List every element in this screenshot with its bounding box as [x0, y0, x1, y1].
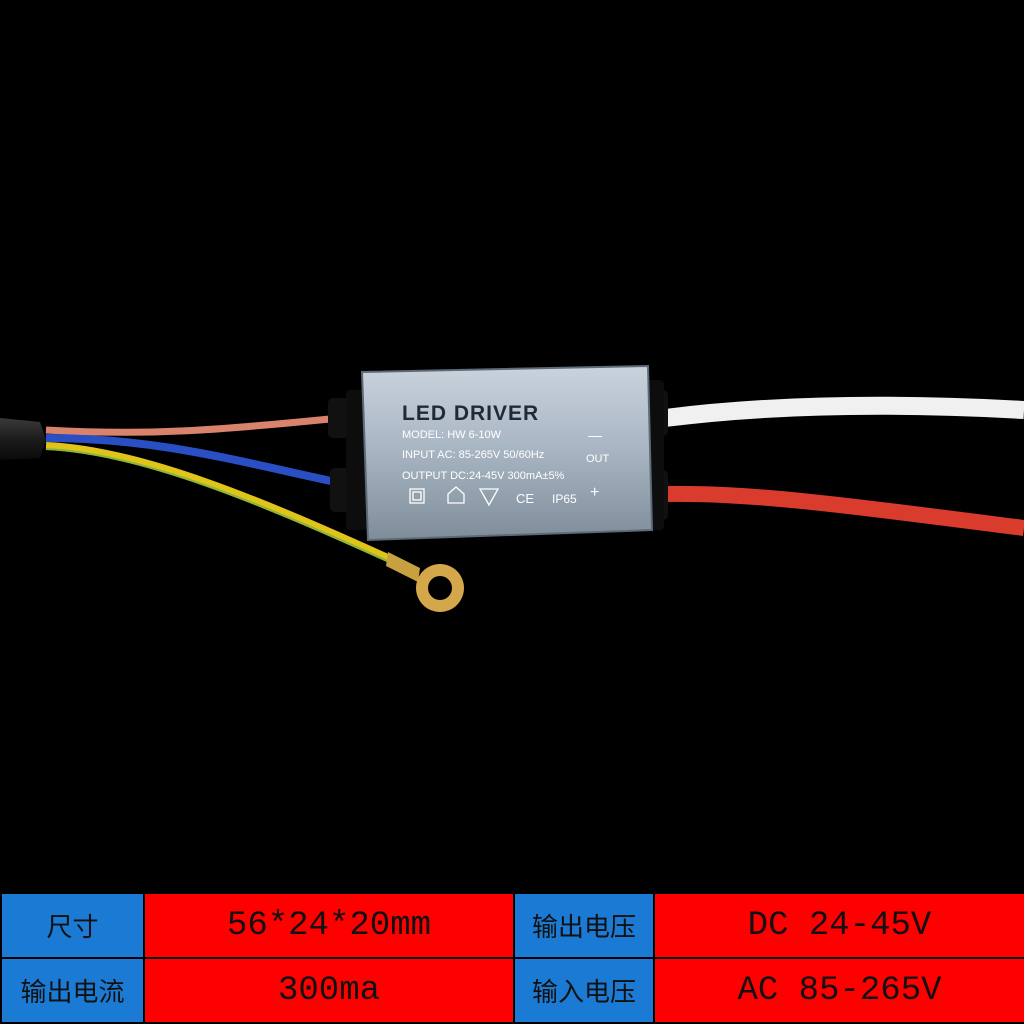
indoor-use-icon — [447, 486, 465, 504]
output-current-value: 300ma — [143, 957, 515, 1024]
product-photo: LED DRIVER MODEL: HW 6-10W INPUT AC: 85-… — [0, 364, 1024, 612]
ip-rating: IP65 — [552, 492, 577, 506]
size-value: 56*24*20mm — [143, 892, 515, 959]
red-output-wire — [664, 485, 1024, 536]
white-output-wire — [663, 396, 1024, 427]
out-label: OUT — [586, 453, 610, 465]
output-voltage-label: 输出电压 — [513, 892, 655, 959]
led-driver-case: LED DRIVER MODEL: HW 6-10W INPUT AC: 85-… — [360, 364, 654, 542]
input-voltage-value: AC 85-265V — [653, 957, 1024, 1024]
power-cable — [0, 418, 46, 460]
f-mark-icon — [478, 488, 500, 507]
output-voltage-value: DC 24-45V — [653, 892, 1024, 959]
minus-symbol: — — [588, 427, 602, 443]
size-label: 尺寸 — [0, 892, 145, 959]
double-insulation-icon — [409, 488, 425, 504]
driver-output-spec: OUTPUT DC:24-45V 300mA±5% — [402, 470, 565, 482]
spec-row: 输出电流 300ma 输入电压 AC 85-265V — [0, 957, 1024, 1024]
driver-input-spec: INPUT AC: 85-265V 50/60Hz — [402, 449, 544, 461]
ce-mark-icon: CE — [516, 491, 534, 506]
red-input-wire — [45, 414, 341, 436]
yellow-ground-wire — [45, 442, 394, 564]
input-voltage-label: 输入电压 — [513, 957, 655, 1024]
driver-model: MODEL: HW 6-10W — [402, 429, 502, 441]
driver-title: LED DRIVER — [402, 402, 539, 425]
ring-terminal-icon — [386, 552, 464, 612]
plus-symbol: + — [590, 484, 599, 501]
spec-table: 尺寸 56*24*20mm 输出电压 DC 24-45V 输出电流 300ma … — [0, 892, 1024, 1024]
blue-input-wire — [45, 434, 346, 488]
output-current-label: 输出电流 — [0, 957, 145, 1024]
spec-row: 尺寸 56*24*20mm 输出电压 DC 24-45V — [0, 892, 1024, 959]
